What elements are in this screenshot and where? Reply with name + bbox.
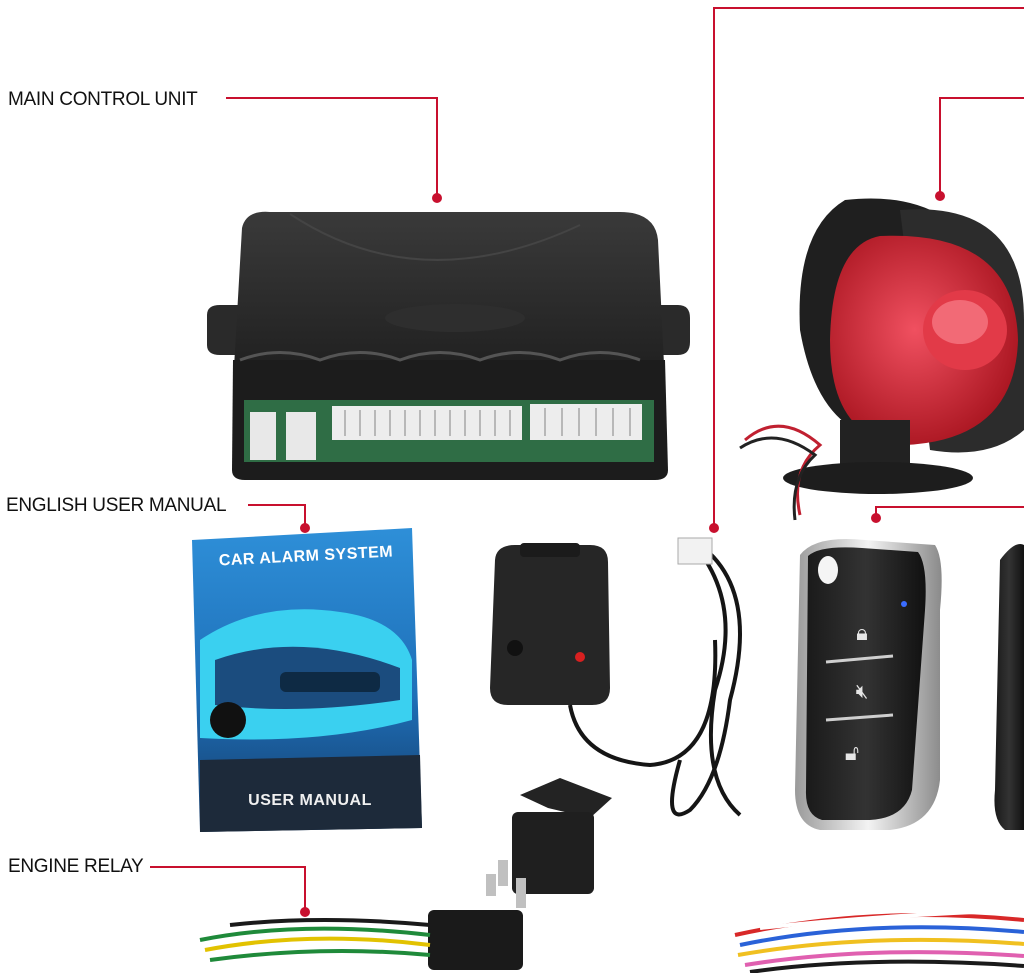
callout-dots xyxy=(300,191,945,917)
callout-lines xyxy=(150,7,1024,912)
sensor-image xyxy=(490,537,742,817)
remote-fob-image: 🔒︎ 🔇︎ 🔓︎ xyxy=(795,539,1024,830)
main-control-unit-image xyxy=(207,211,690,480)
svg-text:🔇︎: 🔇︎ xyxy=(856,679,869,703)
callout-line-main-unit xyxy=(226,97,438,196)
relay-image xyxy=(428,778,612,970)
manual-cover-footer: USER MANUAL xyxy=(248,792,372,809)
label-english-user-manual: ENGLISH USER MANUAL xyxy=(6,495,227,516)
svg-text:🔒︎: 🔒︎ xyxy=(856,621,868,646)
label-main-control-unit: MAIN CONTROL UNIT xyxy=(8,89,198,110)
wires-image xyxy=(199,908,1024,973)
siren-image xyxy=(739,198,1024,521)
callout-line-siren xyxy=(939,97,1024,196)
label-engine-relay: ENGINE RELAY xyxy=(8,856,144,877)
manual-image xyxy=(192,528,422,832)
callout-line-sensor xyxy=(713,7,1024,526)
svg-text:🔓︎: 🔓︎ xyxy=(845,741,859,766)
callout-line-manual xyxy=(248,504,306,528)
callout-line-remote xyxy=(875,506,1024,518)
callout-line-relay xyxy=(150,866,306,912)
